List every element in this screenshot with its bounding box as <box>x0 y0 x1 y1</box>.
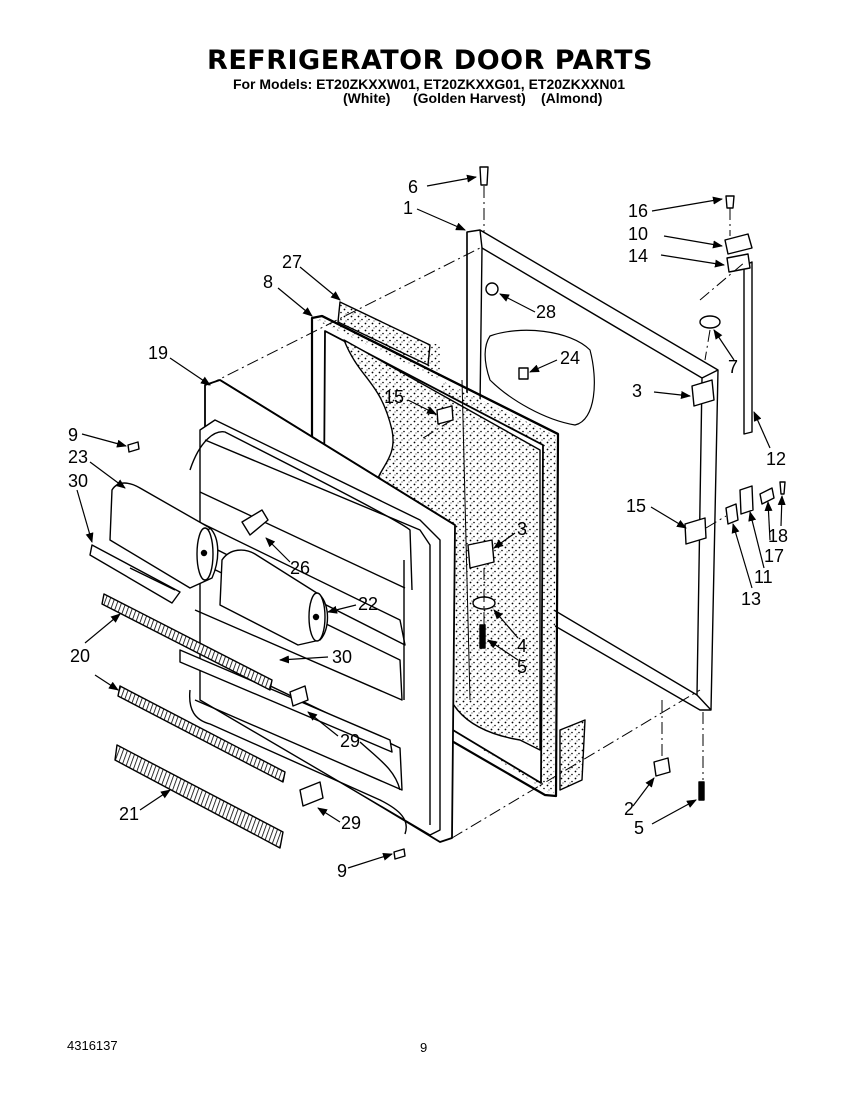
page-title: REFRIGERATOR DOOR PARTS <box>207 45 653 76</box>
hinge-3-a <box>467 539 495 569</box>
callout-6: 6 <box>408 177 418 197</box>
retainer-bar-21 <box>114 744 284 849</box>
callout-16: 16 <box>628 201 648 221</box>
hinge-part-13 <box>725 503 739 525</box>
plate-15-b <box>684 517 707 545</box>
retainer-bar-20-b <box>117 685 286 783</box>
screw-16 <box>725 195 735 209</box>
callout-28: 28 <box>536 302 556 322</box>
handle-cap-10 <box>724 233 753 255</box>
clip-24 <box>518 367 529 380</box>
callout-9-top: 9 <box>68 425 78 445</box>
callout-30-left: 30 <box>68 471 88 491</box>
screw-9-a <box>127 441 140 453</box>
insulation-patch <box>484 329 595 426</box>
shelf-bin-22 <box>219 549 329 646</box>
callout-27: 27 <box>282 252 302 272</box>
shelf-30-left <box>89 544 181 604</box>
color-variants: (White) (Golden Harvest) (Almond) <box>0 90 864 106</box>
handle-mount-14 <box>726 253 751 273</box>
callout-numbers: 6 1 27 8 19 9 23 30 20 21 9 28 24 15 3 4… <box>68 177 788 881</box>
callout-22: 22 <box>358 594 378 614</box>
callout-1: 1 <box>403 198 413 218</box>
callout-8: 8 <box>263 272 273 292</box>
callout-13: 13 <box>741 589 761 609</box>
callout-10: 10 <box>628 224 648 244</box>
stop-2 <box>653 757 671 777</box>
callout-12: 12 <box>766 449 786 469</box>
hinge-3-b <box>691 379 715 407</box>
screw-5-a <box>479 624 486 649</box>
page-number: 9 <box>420 1040 428 1055</box>
clip-29-a <box>289 685 309 707</box>
callout-20-a: 20 <box>70 646 90 666</box>
callout-17: 17 <box>764 546 784 566</box>
screw-9-b <box>393 848 406 860</box>
callout-18: 18 <box>768 526 788 546</box>
cap-7 <box>699 315 721 329</box>
pin-18 <box>779 481 786 495</box>
callout-7: 7 <box>728 357 738 377</box>
callout-26: 26 <box>290 558 310 578</box>
door-handle-12 <box>743 261 753 435</box>
callout-15-right: 15 <box>626 496 646 516</box>
hinge-pin-17 <box>759 487 775 505</box>
callout-4: 4 <box>517 636 527 656</box>
part-number: 4316137 <box>67 1038 118 1053</box>
header: REFRIGERATOR DOOR PARTS For Models: ET20… <box>0 45 864 93</box>
callout-5-center: 5 <box>517 657 527 677</box>
shelf-bin-23 <box>109 482 219 589</box>
callout-9-bottom: 9 <box>337 861 347 881</box>
retainer-bar-20-a <box>101 593 273 691</box>
callout-11: 11 <box>754 567 773 587</box>
callout-29-a: 29 <box>340 731 360 751</box>
callout-2: 2 <box>624 799 634 819</box>
screw-6 <box>479 166 489 186</box>
callout-23: 23 <box>68 447 88 467</box>
callout-14: 14 <box>628 246 648 266</box>
plug-28 <box>485 282 499 296</box>
hinge-part-11 <box>739 485 754 515</box>
callout-29-b: 29 <box>341 813 361 833</box>
callout-19: 19 <box>148 343 168 363</box>
callout-21: 21 <box>119 804 139 824</box>
alignment-lines <box>207 186 746 839</box>
color-almond: (Almond) <box>541 90 603 106</box>
color-white: (White) <box>343 90 391 106</box>
callout-15-left: 15 <box>384 387 404 407</box>
callout-30-center: 30 <box>332 647 352 667</box>
color-golden-harvest: (Golden Harvest) <box>413 90 526 106</box>
callout-3-right: 3 <box>632 381 642 401</box>
foam-strip <box>337 301 586 791</box>
plate-15-a <box>436 405 454 425</box>
callout-3-center: 3 <box>517 519 527 539</box>
leader-lines <box>76 174 786 869</box>
models-line: For Models: ET20ZKXXW01, ET20ZKXXG01, ET… <box>232 76 626 92</box>
callout-24: 24 <box>560 348 580 368</box>
screw-5-b <box>698 781 705 801</box>
door-stop-26 <box>241 509 269 536</box>
clip-29-b <box>299 781 324 807</box>
callout-5-right: 5 <box>634 818 644 838</box>
